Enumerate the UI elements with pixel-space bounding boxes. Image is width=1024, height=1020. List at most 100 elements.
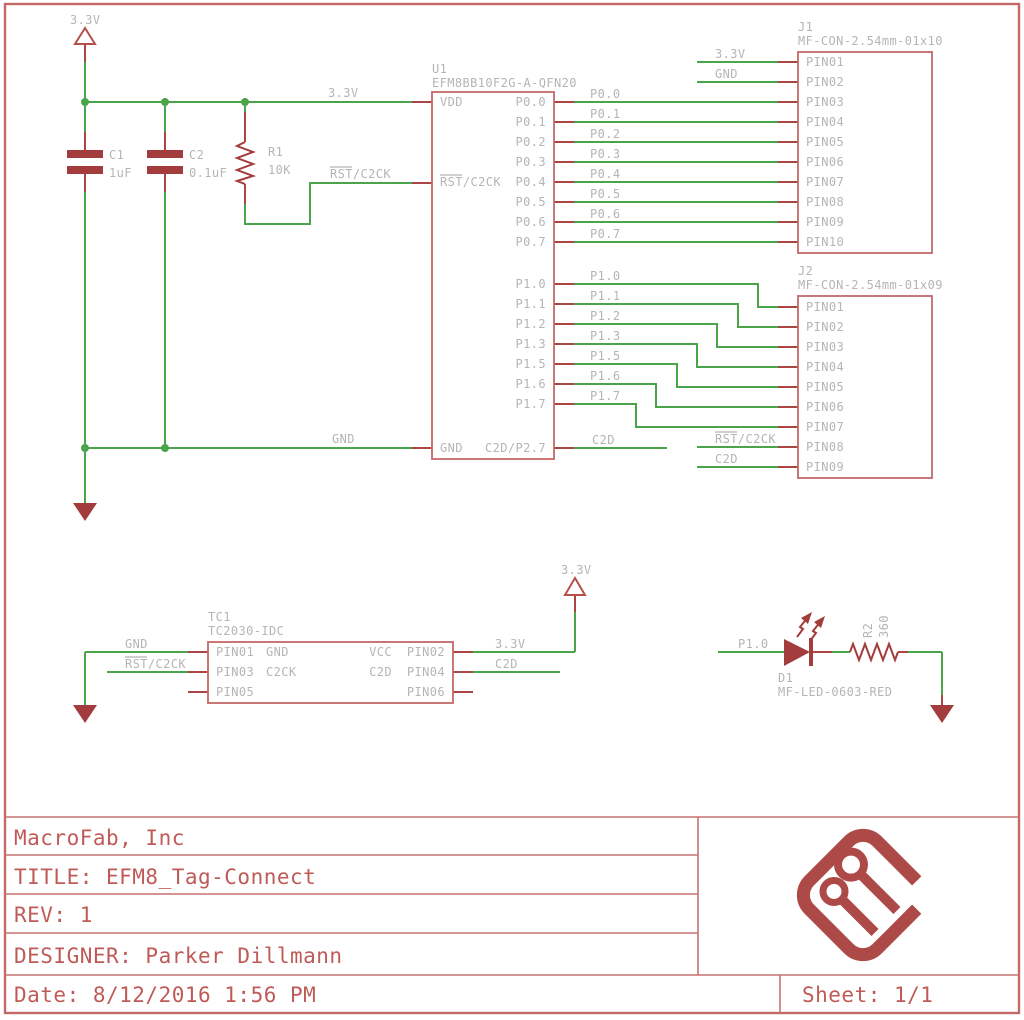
j2-pin09: PIN09 <box>806 460 844 474</box>
j2-pin04: PIN04 <box>806 360 844 374</box>
net-label-rst-tc1: RST/C2CK <box>125 657 186 671</box>
u1-pin-rst: RST/C2CK <box>440 175 501 189</box>
tc1-pin03: PIN03 <box>216 665 254 679</box>
net-label-gnd-tc1: GND <box>125 637 148 651</box>
titleblock-date: Date: 8/12/2016 1:56 PM <box>14 983 316 1007</box>
gnd-symbol-led <box>930 705 954 723</box>
d1-part: MF-LED-0603-RED <box>778 685 892 699</box>
j2-pin05: PIN05 <box>806 380 844 394</box>
j2-pin07: PIN07 <box>806 420 844 434</box>
u1-pin-p0-4: P0.4 <box>516 175 547 189</box>
connector-tc1: TC1 TC2030-IDC PIN01 PIN03 PIN05 GND C2C… <box>207 610 454 704</box>
net-label-p1-1: P1.1 <box>590 289 621 303</box>
j1-pin06: PIN06 <box>806 155 844 169</box>
j1-ref: J1 <box>798 20 813 34</box>
titleblock-rev: REV: 1 <box>14 903 93 927</box>
net-label-3v3-tc1: 3.3V <box>495 637 526 651</box>
net-labels: 3.3V 3.3V GND RST/C2CK P0.0 P0.1 P0.2 P0… <box>70 13 776 671</box>
pin-leads <box>84 44 943 705</box>
net-label-p0-6: P0.6 <box>590 207 621 221</box>
net-label-p0-7: P0.7 <box>590 227 621 241</box>
tc1-inner-c2ck: C2CK <box>266 665 297 679</box>
r2-ref: R2 <box>861 623 875 638</box>
tc1-inner-vcc: VCC <box>369 645 392 659</box>
j1-pin05: PIN05 <box>806 135 844 149</box>
j2-pin06: PIN06 <box>806 400 844 414</box>
connector-j1: J1 MF-CON-2.54mm-01x10 PIN01 PIN02 PIN03… <box>797 20 943 254</box>
tc1-part: TC2030-IDC <box>208 624 284 638</box>
u1-pin-p0-3: P0.3 <box>516 155 547 169</box>
r1-value: 10K <box>268 163 291 177</box>
tc1-pin01: PIN01 <box>216 645 254 659</box>
u1-pin-c2d: C2D/P2.7 <box>485 441 546 455</box>
junction-dots <box>81 98 249 452</box>
u1-pin-gnd: GND <box>440 441 463 455</box>
net-label-p1-7: P1.7 <box>590 389 621 403</box>
supply-symbol-3v3-top <box>73 26 97 45</box>
j2-pin08: PIN08 <box>806 440 844 454</box>
net-label-p1-2: P1.2 <box>590 309 621 323</box>
u1-pin-p1-2: P1.2 <box>516 317 547 331</box>
net-label-rst: RST/C2CK <box>330 167 391 181</box>
u1-pin-p1-7: P1.7 <box>516 397 547 411</box>
net-label-c2d-j2: C2D <box>715 452 738 466</box>
j2-part: MF-CON-2.54mm-01x09 <box>798 278 943 292</box>
tc1-ref: TC1 <box>208 610 231 624</box>
net-label-gnd-rail: GND <box>332 432 355 446</box>
net-label-3v3-j1: 3.3V <box>715 47 746 61</box>
r2-value: 360 <box>877 615 891 638</box>
net-label-c2d-tc1: C2D <box>495 657 518 671</box>
capacitor-c2: C2 0.1uF <box>147 148 227 180</box>
net-label-p1-5: P1.5 <box>590 349 621 363</box>
u1-ref: U1 <box>432 62 447 76</box>
titleblock-designer: DESIGNER: Parker Dillmann <box>14 944 343 968</box>
gnd-symbol-left <box>73 503 97 521</box>
gnd-symbol-tc <box>73 705 97 723</box>
resistor-r2: R2 360 <box>849 615 899 663</box>
ic-u1: U1 EFM8BB10F2G-A-QFN20 VDD RST/C2CK GND … <box>431 62 576 460</box>
net-label-p0-0: P0.0 <box>590 87 621 101</box>
net-label-p1-0-led: P1.0 <box>738 637 769 651</box>
j1-part: MF-CON-2.54mm-01x10 <box>798 34 943 48</box>
j1-pin01: PIN01 <box>806 55 844 69</box>
led-d1: D1 MF-LED-0603-RED <box>778 612 892 699</box>
tc1-pin05: PIN05 <box>216 685 254 699</box>
j2-pin03: PIN03 <box>806 340 844 354</box>
sheet-border <box>3 2 1021 1015</box>
r1-ref: R1 <box>268 145 283 159</box>
d1-ref: D1 <box>778 671 793 685</box>
j1-pin03: PIN03 <box>806 95 844 109</box>
net-label-p0-5: P0.5 <box>590 187 621 201</box>
tc1-inner-gnd: GND <box>266 645 289 659</box>
c1-ref: C1 <box>109 148 124 162</box>
j1-pin08: PIN08 <box>806 195 844 209</box>
j2-pin01: PIN01 <box>806 300 844 314</box>
net-label-rst-j2: RST/C2CK <box>715 432 776 446</box>
net-label-p1-0: P1.0 <box>590 269 621 283</box>
j1-pin07: PIN07 <box>806 175 844 189</box>
j1-pin02: PIN02 <box>806 75 844 89</box>
u1-pin-p1-3: P1.3 <box>516 337 547 351</box>
capacitor-c1: C1 1uF <box>67 148 132 180</box>
net-label-3v3: 3.3V <box>70 13 101 27</box>
net-label-p1-6: P1.6 <box>590 369 621 383</box>
u1-pin-p0-7: P0.7 <box>516 235 547 249</box>
net-label-p0-1: P0.1 <box>590 107 621 121</box>
wires <box>84 61 943 705</box>
u1-pin-p1-0: P1.0 <box>516 277 547 291</box>
j1-pin10: PIN10 <box>806 235 844 249</box>
u1-pin-p1-6: P1.6 <box>516 377 547 391</box>
title-block: MacroFab, Inc TITLE: EFM8_Tag-Connect RE… <box>5 816 1019 1013</box>
u1-pin-p1-5: P1.5 <box>516 357 547 371</box>
j2-ref: J2 <box>798 264 813 278</box>
net-label-gnd-j1: GND <box>715 67 738 81</box>
c1-value: 1uF <box>109 166 132 180</box>
supply-symbol-3v3-tc <box>563 576 587 596</box>
j1-pin04: PIN04 <box>806 115 844 129</box>
u1-pin-p0-6: P0.6 <box>516 215 547 229</box>
u1-pin-p0-0: P0.0 <box>516 95 547 109</box>
net-label-3v3-rail: 3.3V <box>328 86 359 100</box>
net-label-p1-3: P1.3 <box>590 329 621 343</box>
j1-pin09: PIN09 <box>806 215 844 229</box>
